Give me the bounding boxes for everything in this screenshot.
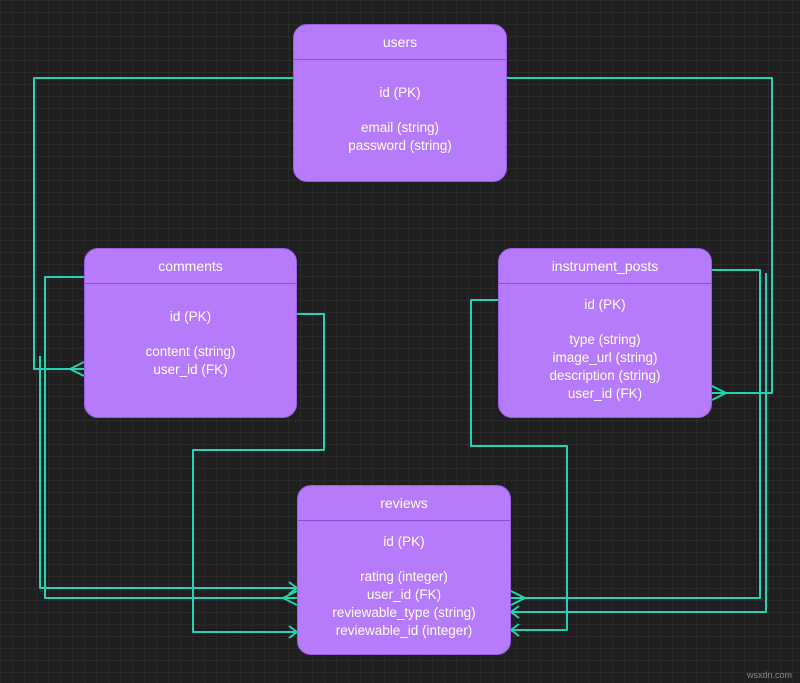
watermark: wsxdn.com — [746, 670, 792, 680]
connector-users-comments — [33, 77, 293, 370]
field: user_id (FK) — [567, 386, 643, 401]
entity-title: users — [294, 25, 506, 60]
field: email (string) — [360, 120, 439, 135]
field: description (string) — [549, 368, 661, 383]
connector-users-reviews-right — [511, 269, 761, 599]
crowfoot-instrument-posts — [711, 385, 727, 401]
field: reviewable_type (string) — [332, 605, 476, 620]
field: image_url (string) — [552, 350, 658, 365]
entity-reviews[interactable]: reviews id (PK) rating (integer) user_id… — [297, 485, 511, 655]
field: reviewable_id (integer) — [335, 623, 473, 638]
connector-users-instrument-posts — [507, 77, 773, 394]
connector-comments-reviews-2 — [39, 356, 297, 589]
entity-title: comments — [85, 249, 296, 284]
arrow-instrument-posts-reviews — [510, 623, 520, 637]
field: type (string) — [569, 332, 641, 347]
arrow-instrument-posts-reviews-2 — [510, 605, 520, 619]
field: rating (integer) — [360, 569, 448, 584]
connector-comments-reviews — [192, 313, 325, 633]
field: password (string) — [348, 138, 452, 153]
primary-key-field: id (PK) — [383, 534, 425, 549]
crowfoot-reviews-right — [510, 590, 526, 606]
connector-users-reviews-left — [44, 276, 297, 599]
entity-users[interactable]: users id (PK) email (string) password (s… — [293, 24, 507, 182]
entity-title: instrument_posts — [499, 249, 711, 284]
primary-key-field: id (PK) — [169, 309, 212, 324]
field: user_id (FK) — [153, 362, 228, 377]
crowfoot-comments — [69, 361, 85, 377]
entity-title: reviews — [298, 486, 510, 521]
field: user_id (FK) — [366, 587, 442, 602]
connector-instrument-posts-reviews — [470, 299, 568, 631]
entity-comments[interactable]: comments id (PK) content (string) user_i… — [84, 248, 297, 418]
connector-instrument-posts-reviews-2 — [511, 273, 767, 613]
primary-key-field: id (PK) — [584, 297, 626, 312]
crowfoot-reviews-left — [282, 590, 298, 606]
primary-key-field: id (PK) — [379, 85, 421, 100]
entity-instrument-posts[interactable]: instrument_posts id (PK) type (string) i… — [498, 248, 712, 418]
field: content (string) — [145, 344, 236, 359]
